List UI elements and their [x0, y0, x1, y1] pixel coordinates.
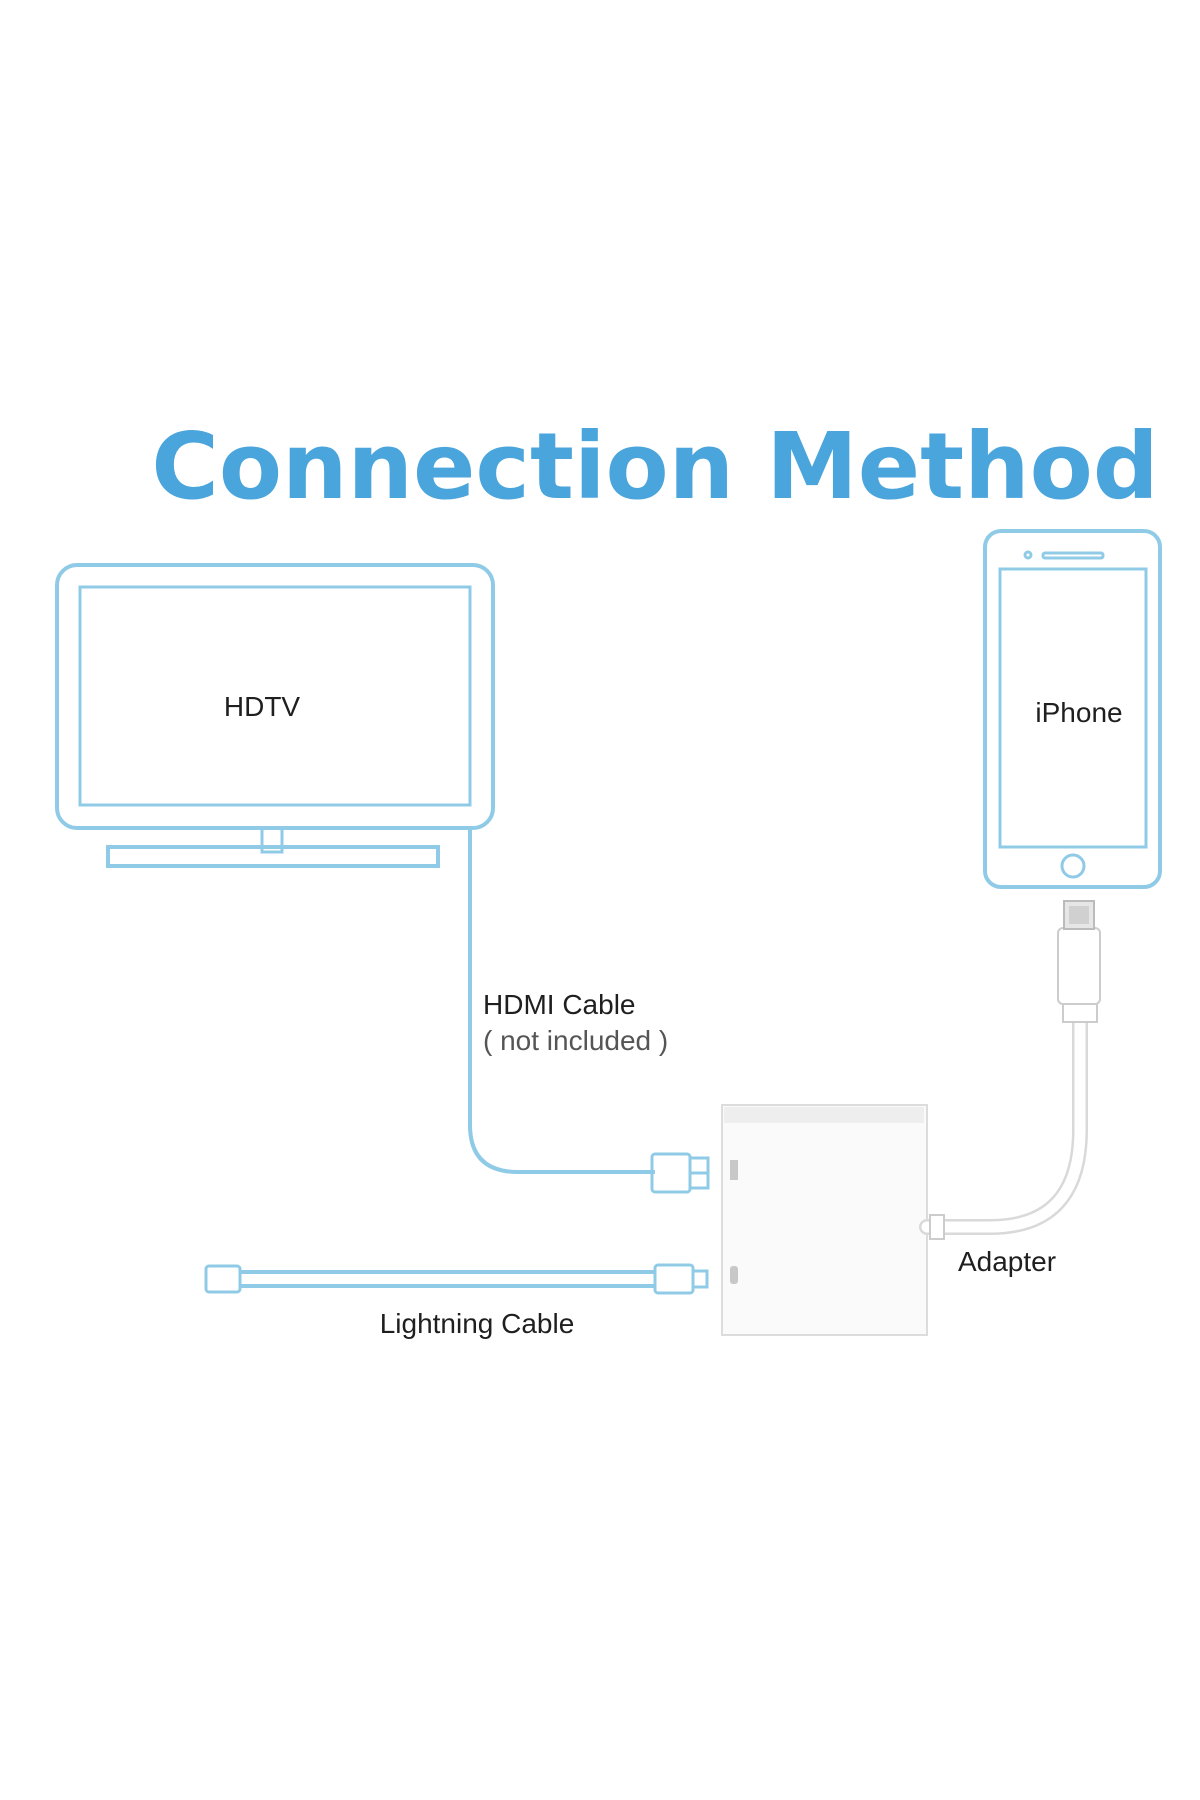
diagram-title: Connection Method [151, 413, 1158, 520]
hdmi-note-label: ( not included ) [483, 1025, 668, 1056]
tv-icon [55, 563, 495, 868]
hdmi-cable-label: HDMI Cable [483, 989, 635, 1020]
adapter-icon [721, 1104, 928, 1336]
lightning-cable-label: Lightning Cable [380, 1308, 575, 1339]
lightning-cable [204, 1263, 709, 1295]
hdmi-cable [468, 828, 655, 1174]
hdmi-plug-icon [650, 1152, 710, 1194]
adapter-lightning-cable [919, 1014, 1088, 1240]
adapter-label: Adapter [958, 1246, 1056, 1277]
phone-icon [983, 529, 1162, 889]
iphone-label: iPhone [1035, 697, 1122, 728]
hdtv-label: HDTV [224, 691, 301, 722]
lightning-plug-icon [1057, 900, 1101, 1023]
